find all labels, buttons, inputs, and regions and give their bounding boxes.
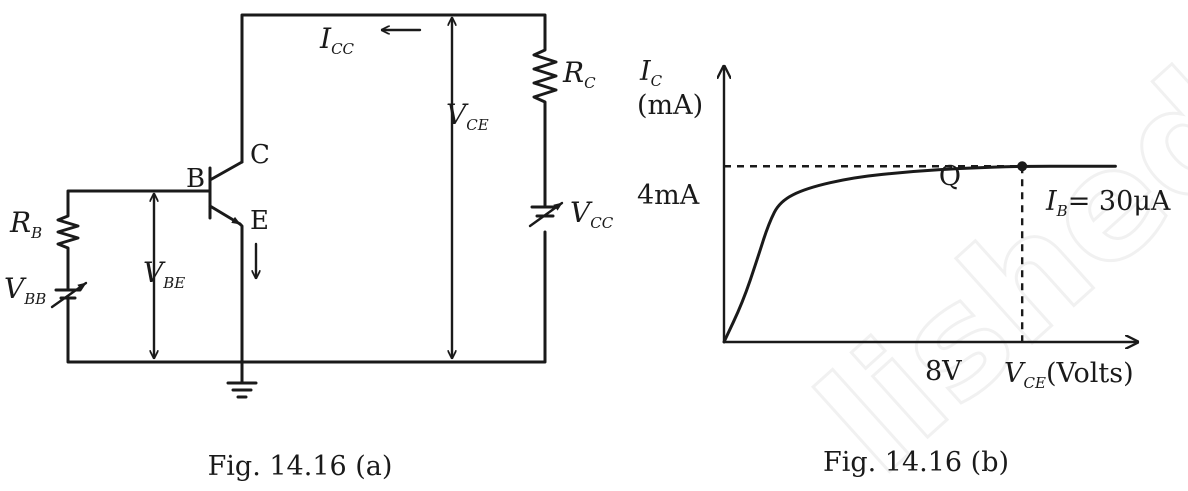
vcc-battery [528,201,564,228]
terminal-e-label: E [250,206,269,236]
ib-30ua-curve [722,164,1117,344]
circuit-diagram: ICC VCE RC VCC RB VBB VBE B C E Fig. 14.… [4,13,614,482]
icc-label: ICC [319,22,355,58]
caption-a: Fig. 14.16 (a) [208,451,393,482]
q-point-label: Q [939,161,961,192]
x-tick-label: 8V [925,356,962,387]
q-point-marker [1017,161,1028,172]
rc-label: RC [562,56,596,92]
watermark-text: lished [788,38,1188,491]
y-axis-label: IC [639,56,663,90]
vbe-label: VBE [143,256,185,292]
ground-icon [226,360,258,399]
vcc-label: VCC [570,196,614,232]
y-axis-unit: (mA) [637,90,703,121]
terminal-b-label: B [186,164,205,194]
transistor [208,160,244,364]
rb-resistor [56,210,80,270]
output-characteristic-chart: IC (mA) 4mA 8V Q VCE(Volts) IB= 30μA Fig… [637,56,1171,478]
x-axis-label: VCE(Volts) [1004,358,1134,392]
collector-wire [240,13,547,164]
curve-label: IB= 30μA [1045,186,1171,220]
terminal-c-label: C [250,140,270,170]
base-wire [66,189,212,214]
vbb-label: VBB [4,272,46,308]
y-tick-label: 4mA [637,180,700,211]
caption-b: Fig. 14.16 (b) [823,447,1009,478]
right-bottom-wire [240,230,547,364]
rb-label: RB [9,206,42,242]
rc-resistor [532,43,558,110]
base-return-wire [66,266,244,364]
vce-label: VCE [446,98,489,134]
